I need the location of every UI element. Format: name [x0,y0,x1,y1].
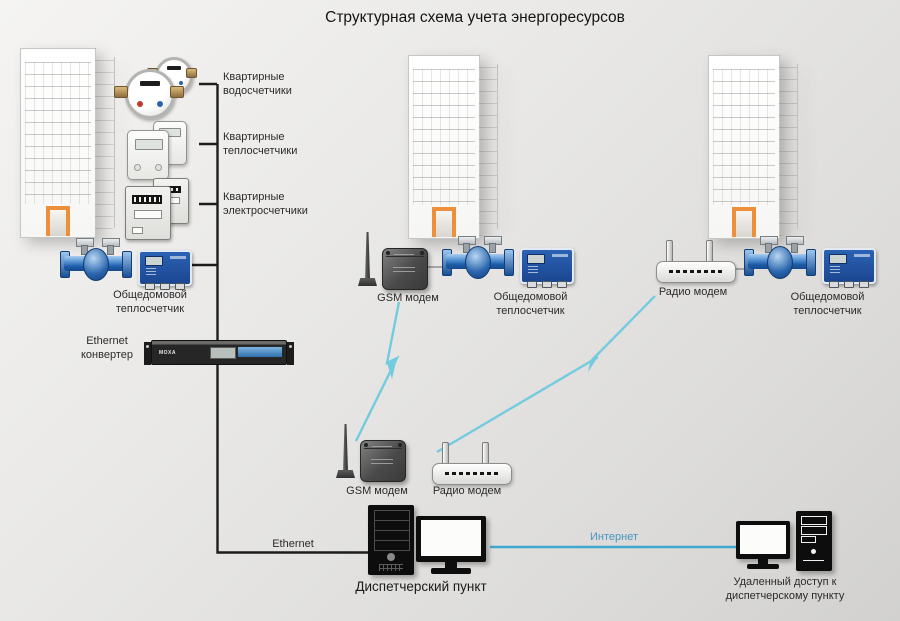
building-windows [713,69,775,205]
modem-box [360,440,406,482]
building-door [732,207,756,237]
pipe-fitting [186,68,197,78]
apartment-water-meters-label: Квартирные водосчетчики [223,71,292,97]
building-middle [408,55,504,239]
building-heat-meter-icon [60,238,192,294]
radio-modem-label: Радио модем [658,286,728,298]
diagram-title: Структурная схема учета энергоресурсов [325,9,625,26]
pipe-fitting [114,86,128,98]
dispatcher-monitor-icon [416,516,486,574]
rack-ear [144,342,151,365]
rack-ear [287,342,294,365]
radio-modem-icon [432,442,512,486]
antenna-base [336,470,355,478]
wireless-link-radio-bolt [436,295,656,454]
electric-meter-front [125,186,171,240]
building-heat-meter-label: Общедомовой теплосчетчик [113,289,187,315]
converter-brand: MOXA [159,350,176,356]
building-heat-meter-label: Общедомовой теплосчетчик [493,291,568,317]
radio-modem-icon [656,240,736,284]
antenna-base [358,278,377,286]
building-windows [25,62,91,204]
wireless-link-gsm-bolt [354,301,401,442]
remote-access-label: Удаленный доступ к диспетчерскому пункту [725,576,845,602]
apartment-heat-meter-icon [127,121,189,180]
ethernet-converter-label: Ethernet конвертер [81,335,133,361]
gsm-modem-icon [358,232,430,294]
converter-stripe [238,347,282,357]
building-heat-meter-icon [744,236,876,292]
water-meter-icon [114,57,197,119]
bracket-stem [489,243,496,253]
building-front [408,55,480,239]
building-side [95,48,115,236]
radio-modem-label: Радио модем [432,485,502,497]
modem-box [382,248,428,290]
remote-monitor-icon [736,521,790,571]
dispatcher-label: Диспетчерский пункт [355,579,487,594]
modem-box [432,463,512,485]
heat-calculator-box [520,248,574,288]
bracket-stem [107,245,114,255]
building-side [779,55,798,237]
building-heat-meter-label: Общедомовой теплосчетчик [790,291,865,317]
building-front [20,48,96,238]
flange [806,249,816,276]
heat-calculator-box [822,248,876,288]
building-right [708,55,804,239]
flow-sensor-body [767,246,793,279]
electric-meter-icon [125,178,189,240]
bracket-stem [791,243,798,253]
gsm-modem-label: GSM модем [346,485,408,497]
flow-sensor-body [83,248,109,281]
ethernet-bus-line [216,84,368,554]
building-heat-meter-icon [442,236,574,292]
dispatcher-tower-icon [368,505,414,575]
building-front [708,55,780,239]
building-windows [413,69,475,205]
gsm-modem-label: GSM модем [377,292,439,304]
building-door [432,207,456,237]
building-side [479,55,498,237]
flow-sensor-body [465,246,491,279]
converter-body: MOXA [151,340,287,365]
modem-box [656,261,736,283]
flange [504,249,514,276]
apartment-electric-meters-label: Квартирные электросчетчики [223,191,308,217]
meter-bus-ticks [186,82,217,267]
ethernet-converter-icon: MOXA [144,339,294,367]
apartment-heat-meters-label: Квартирные теплосчетчики [223,131,298,157]
building-door [46,206,70,236]
heat-calculator-box [138,250,192,290]
antenna-mast [365,232,370,280]
ethernet-label: Ethernet [272,538,314,550]
building-left [20,48,120,238]
internet-label: Интернет [590,531,638,543]
pipe-fitting [170,86,184,98]
heat-meter-front [127,130,169,180]
gsm-modem-icon [336,424,408,486]
converter-display [210,347,236,359]
water-meter-front [125,69,175,119]
antenna-mast [343,424,348,472]
flange [122,251,132,278]
remote-tower-icon [796,511,832,571]
